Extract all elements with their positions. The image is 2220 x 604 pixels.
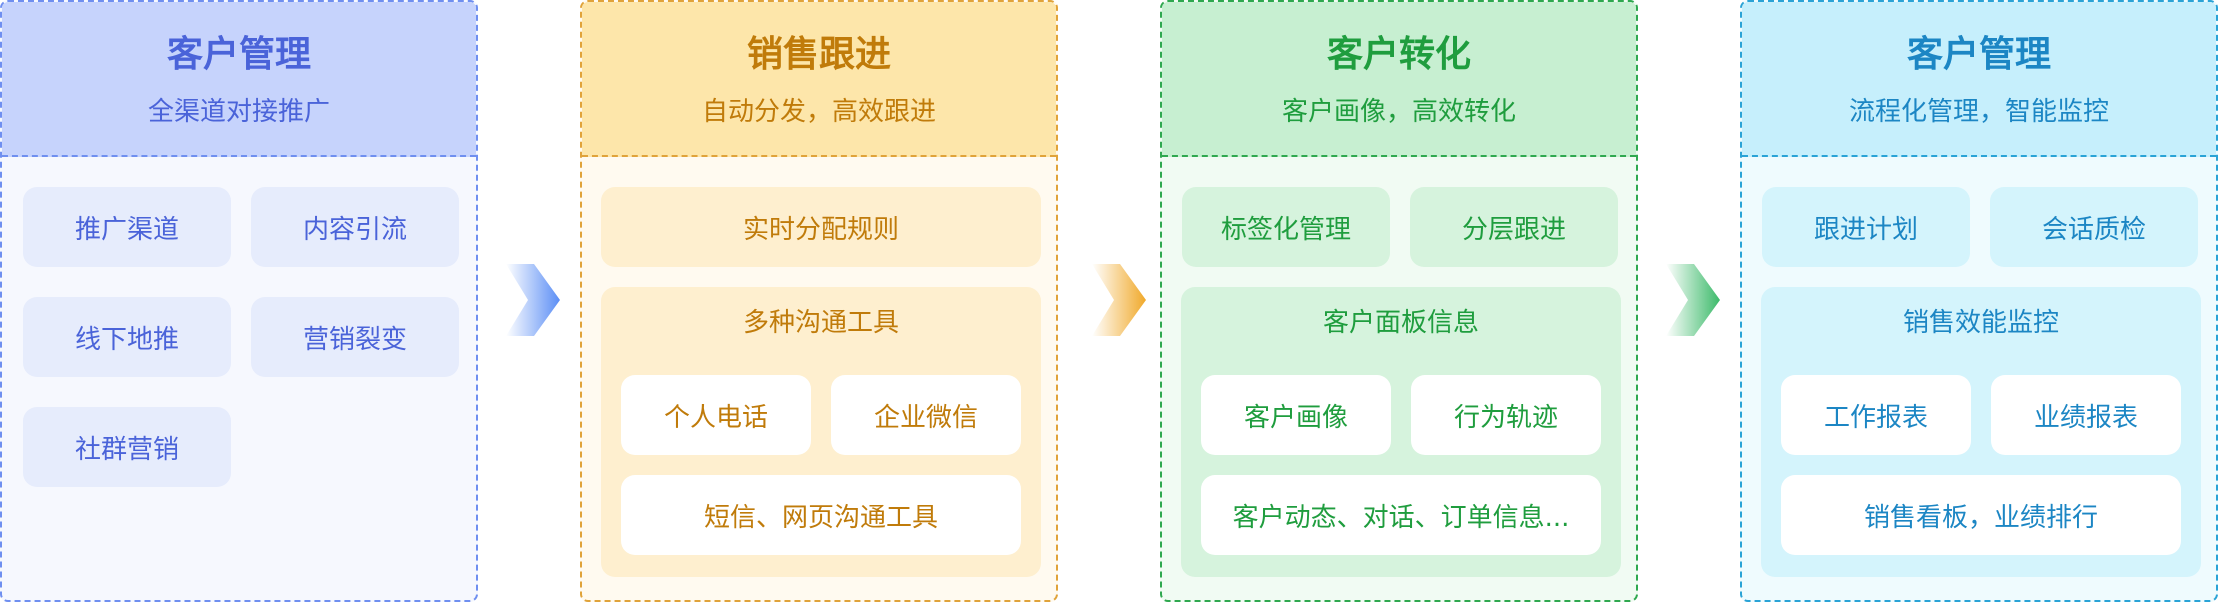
item-sms-web-tools: 短信、网页沟通工具	[621, 475, 1021, 555]
item-behavior-track: 行为轨迹	[1411, 375, 1601, 455]
stage-column-3: 客户转化 客户画像，高效转化 标签化管理 分层跟进 客户面板信息 客户画像 行为…	[1160, 0, 1638, 602]
stage-title-1: 客户管理	[166, 34, 311, 75]
item-realtime-assignment-rules: 实时分配规则	[601, 187, 1041, 267]
item-followup-plan: 跟进计划	[1762, 187, 1970, 267]
stage-subtitle-4: 流程化管理，智能监控	[1848, 97, 2109, 127]
item-content-traffic: 内容引流	[251, 187, 459, 267]
item-tiered-followup: 分层跟进	[1410, 187, 1618, 267]
item-personal-phone: 个人电话	[621, 375, 811, 455]
stage-subtitle-3: 客户画像，高效转化	[1281, 97, 1516, 127]
stage-column-1: 客户管理 全渠道对接推广 推广渠道 内容引流 线下地推 营销裂变 社群营销	[0, 0, 478, 602]
panel-sales-efficiency: 销售效能监控 工作报表 业绩报表 销售看板，业绩排行	[1761, 287, 2201, 577]
stage-header-2: 销售跟进 自动分发，高效跟进	[582, 2, 1056, 157]
stage-column-2: 销售跟进 自动分发，高效跟进 实时分配规则 多种沟通工具 个人电话 企业微信 短…	[580, 0, 1058, 602]
stage-header-1: 客户管理 全渠道对接推广	[2, 2, 476, 157]
item-promotion-channel: 推广渠道	[23, 187, 231, 267]
arrow-right-icon	[1092, 264, 1146, 336]
stage-header-3: 客户转化 客户画像，高效转化	[1162, 2, 1636, 157]
item-offline-promotion: 线下地推	[23, 297, 231, 377]
item-customer-activity: 客户动态、对话、订单信息...	[1201, 475, 1601, 555]
stage-title-4: 客户管理	[1906, 34, 2051, 75]
item-viral-marketing: 营销裂变	[251, 297, 459, 377]
item-session-qa: 会话质检	[1990, 187, 2198, 267]
arrow-right-icon	[1666, 264, 1720, 336]
arrow-right-icon	[506, 264, 560, 336]
item-wecom: 企业微信	[831, 375, 1021, 455]
panel-customer-info: 客户面板信息 客户画像 行为轨迹 客户动态、对话、订单信息...	[1181, 287, 1621, 577]
item-sales-dashboard: 销售看板，业绩排行	[1781, 475, 2181, 555]
stage-header-4: 客户管理 流程化管理，智能监控	[1742, 2, 2216, 157]
stage-column-4: 客户管理 流程化管理，智能监控 跟进计划 会话质检 销售效能监控 工作报表 业绩…	[1740, 0, 2218, 602]
item-customer-profile: 客户画像	[1201, 375, 1391, 455]
item-work-report: 工作报表	[1781, 375, 1971, 455]
panel-title: 客户面板信息	[1322, 308, 1479, 338]
panel-title: 销售效能监控	[1902, 308, 2059, 338]
stage-title-2: 销售跟进	[746, 34, 891, 75]
item-performance-report: 业绩报表	[1991, 375, 2181, 455]
item-tag-management: 标签化管理	[1182, 187, 1390, 267]
stage-subtitle-2: 自动分发，高效跟进	[701, 97, 936, 127]
stage-subtitle-1: 全渠道对接推广	[147, 97, 330, 127]
panel-title: 多种沟通工具	[742, 308, 899, 338]
panel-communication-tools: 多种沟通工具 个人电话 企业微信 短信、网页沟通工具	[601, 287, 1041, 577]
stage-title-3: 客户转化	[1326, 34, 1471, 75]
item-community-marketing: 社群营销	[23, 407, 231, 487]
